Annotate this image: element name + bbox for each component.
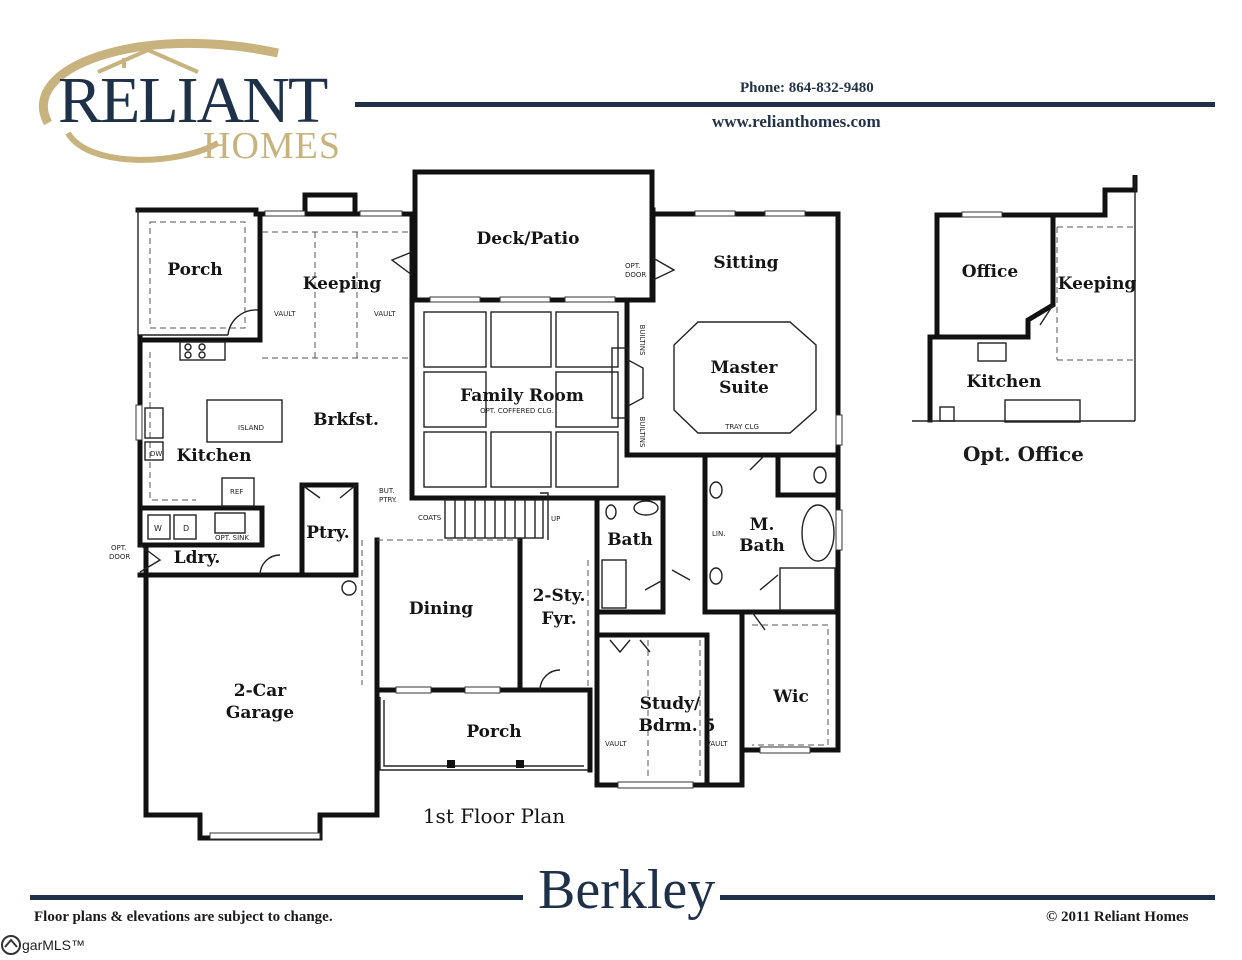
website-link[interactable]: www.relianthomes.com [712, 112, 881, 131]
windows [135, 210, 843, 840]
label-porch-rear: Porch [167, 260, 222, 280]
coffered-grid [423, 311, 619, 488]
ceiling-lines [149, 221, 829, 780]
label-family: Family Room [460, 386, 584, 406]
note-vault-3: VAULT [605, 740, 627, 748]
label-master-2: Suite [719, 378, 769, 398]
label-kitchen: Kitchen [177, 446, 252, 466]
note-up: UP [551, 515, 560, 523]
footer-rule-left [30, 895, 523, 900]
mls-logo-icon [1, 935, 21, 955]
note-opt-sink: OPT. SINK [215, 534, 249, 542]
opt-label-keeping: Keeping [1058, 274, 1137, 294]
note-vault-4: VAULT [706, 740, 728, 748]
label-mbath-2: Bath [739, 536, 785, 556]
note-but-ptry-1: BUT. [379, 487, 395, 495]
note-builtins-2: BUILTINS [638, 417, 646, 449]
staircase [444, 492, 549, 540]
exterior-walls [135, 169, 841, 841]
note-vault-1: VAULT [274, 310, 296, 318]
note-w: W [154, 524, 162, 533]
label-ptry: Ptry. [306, 523, 349, 543]
label-mbath-1: M. [750, 515, 775, 535]
opt-label-kitchen: Kitchen [967, 372, 1042, 392]
logo-reliant: RELIANT [58, 64, 328, 137]
note-coffered: OPT. COFFERED CLG. [480, 407, 554, 415]
label-brkfst: Brkfst. [313, 410, 379, 430]
label-deck: Deck/Patio [477, 229, 580, 249]
note-lin: LIN. [712, 530, 725, 538]
plan-name: Berkley [538, 859, 716, 921]
fireplace [611, 347, 644, 419]
disclaimer: Floor plans & elevations are subject to … [34, 909, 333, 925]
plan-caption: 1st Floor Plan [423, 804, 565, 828]
label-garage-1: 2-Car [234, 681, 287, 701]
label-garage-2: Garage [226, 703, 294, 723]
label-ldry: Ldry. [174, 548, 221, 568]
mls-watermark: garMLS™ [0, 930, 85, 960]
mls-text: garMLS™ [22, 937, 86, 953]
label-study-1: Study/ [640, 694, 701, 714]
room-labels: Porch Keeping Deck/Patio Sitting Master … [167, 229, 808, 828]
opt-office-title: Opt. Office [963, 442, 1084, 466]
opt-label-office: Office [962, 262, 1019, 282]
opt-office-plan: Office Keeping Kitchen [912, 175, 1138, 423]
label-study-2: Bdrm. 5 [639, 716, 716, 736]
logo-homes: HOMES [203, 125, 342, 167]
note-opt-door-2b: DOOR [109, 553, 130, 561]
phone-number: Phone: 864-832-9480 [740, 80, 874, 96]
note-dw: DW [150, 450, 162, 458]
copyright: © 2011 Reliant Homes [1046, 909, 1189, 925]
label-sitting: Sitting [713, 253, 778, 273]
note-tray: TRAY CLG [724, 423, 759, 431]
note-coats: COATS [418, 514, 442, 522]
header-rule [355, 102, 1215, 107]
bath-fixtures [601, 466, 836, 611]
logo-swoosh-icon [38, 38, 279, 163]
label-bath: Bath [607, 530, 653, 550]
label-foyer-2: Fyr. [541, 609, 576, 629]
plan-notes: VAULT VAULT OPT. DOOR BUILTINS BUILTINS … [109, 262, 759, 748]
note-island: ISLAND [238, 424, 264, 432]
interior-walls [137, 207, 841, 788]
note-builtins-1: BUILTINS [638, 325, 646, 357]
note-but-ptry-2: PTRY. [379, 496, 397, 504]
note-opt-door-1a: OPT. [625, 262, 640, 270]
label-foyer-1: 2-Sty. [533, 586, 586, 606]
front-porch [379, 697, 588, 771]
label-porch-front: Porch [466, 722, 521, 742]
note-vault-2: VAULT [374, 310, 396, 318]
label-wic: Wic [772, 687, 809, 707]
kitchen-fixtures [144, 341, 357, 596]
label-master-1: Master [710, 358, 778, 378]
note-opt-door-2a: OPT. [111, 544, 126, 552]
label-keeping: Keeping [303, 274, 382, 294]
note-d: D [183, 524, 189, 533]
door-swings [139, 251, 779, 691]
footer-rule-right [720, 895, 1215, 900]
note-ref: REF [230, 488, 243, 496]
brand-logo: RELIANT HOMES [28, 28, 358, 168]
note-opt-door-1b: DOOR [625, 271, 646, 279]
label-dining: Dining [409, 599, 473, 619]
tray-ceiling [673, 321, 817, 434]
